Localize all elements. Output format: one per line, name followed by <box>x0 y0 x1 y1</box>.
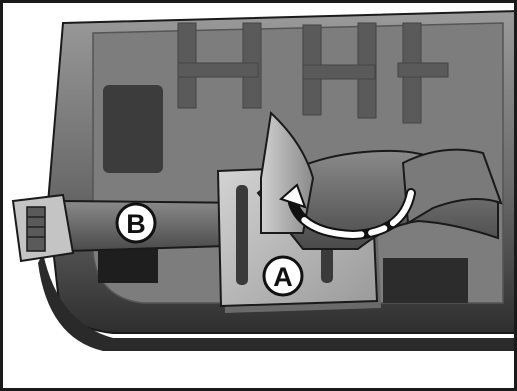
callout-b: B <box>117 204 155 242</box>
strap-assembly-illustration: A B <box>3 3 517 391</box>
plate-shadow <box>383 258 468 303</box>
strap-buckle-icon <box>13 195 73 261</box>
callout-a-label: A <box>273 262 293 292</box>
tray-pad <box>103 85 163 173</box>
callout-a: A <box>264 257 302 295</box>
callout-b-label: B <box>126 209 146 239</box>
